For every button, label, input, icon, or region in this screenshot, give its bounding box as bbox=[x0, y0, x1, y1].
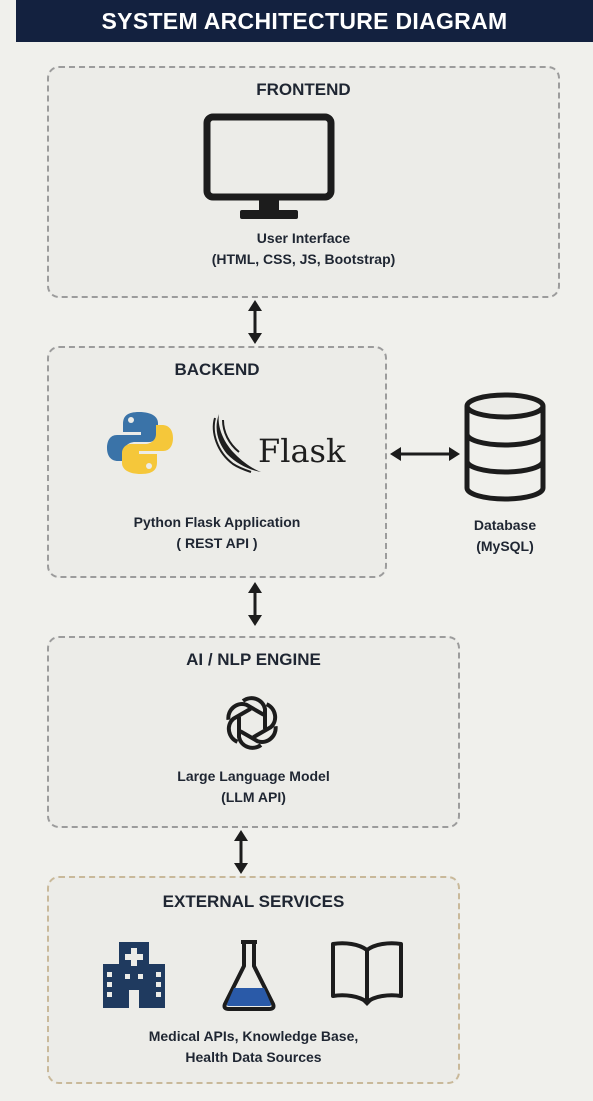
openai-logo bbox=[219, 690, 285, 756]
diagram-title: SYSTEM ARCHITECTURE DIAGRAM bbox=[101, 7, 508, 34]
backend-caption-line2: ( REST API ) bbox=[176, 535, 258, 551]
ai-engine-caption: Large Language Model (LLM API) bbox=[49, 766, 458, 808]
external-services-box: EXTERNAL SERVICES bbox=[47, 876, 460, 1084]
python-logo bbox=[105, 408, 175, 478]
database-caption: Database (MySQL) bbox=[455, 515, 555, 557]
database-caption-line1: Database bbox=[473, 517, 537, 533]
flask-logo-text: Flask bbox=[258, 432, 346, 470]
arrow-backend-ai bbox=[246, 582, 264, 626]
ai-engine-caption-line1: Large Language Model bbox=[177, 768, 330, 784]
arrow-frontend-backend bbox=[246, 300, 264, 344]
hospital-icon bbox=[101, 938, 167, 1010]
flask-beaker-icon bbox=[219, 938, 279, 1012]
diagram-title-bar: SYSTEM ARCHITECTURE DIAGRAM bbox=[16, 0, 593, 42]
ai-engine-title: AI / NLP ENGINE bbox=[186, 650, 321, 669]
flask-logo bbox=[209, 412, 263, 476]
external-services-title: EXTERNAL SERVICES bbox=[162, 892, 345, 911]
frontend-caption-line2: (HTML, CSS, JS, Bootstrap) bbox=[211, 251, 396, 267]
arrow-ai-external bbox=[232, 830, 250, 874]
monitor-icon bbox=[203, 113, 335, 224]
backend-caption-line1: Python Flask Application bbox=[133, 514, 301, 530]
arrow-backend-database bbox=[390, 445, 460, 463]
external-caption-line1: Medical APIs, Knowledge Base, bbox=[148, 1028, 359, 1044]
frontend-caption: User Interface (HTML, CSS, JS, Bootstrap… bbox=[49, 228, 558, 270]
external-caption-line2: Health Data Sources bbox=[185, 1049, 322, 1065]
backend-title: BACKEND bbox=[174, 360, 260, 379]
book-icon bbox=[329, 938, 405, 1008]
database-caption-line2: (MySQL) bbox=[476, 538, 534, 554]
ai-engine-box: AI / NLP ENGINE Large Language Model (LL… bbox=[47, 636, 460, 828]
frontend-title: FRONTEND bbox=[256, 80, 351, 99]
database-icon bbox=[463, 392, 547, 502]
backend-box: BACKEND Python Flask Application ( REST … bbox=[47, 346, 387, 578]
frontend-caption-line1: User Interface bbox=[256, 230, 351, 246]
frontend-box: FRONTEND User Interface (HTML, CSS, JS, … bbox=[47, 66, 560, 298]
backend-caption: Python Flask Application ( REST API ) bbox=[49, 512, 385, 554]
external-services-caption: Medical APIs, Knowledge Base, Health Dat… bbox=[49, 1026, 458, 1068]
ai-engine-caption-line2: (LLM API) bbox=[221, 789, 286, 805]
